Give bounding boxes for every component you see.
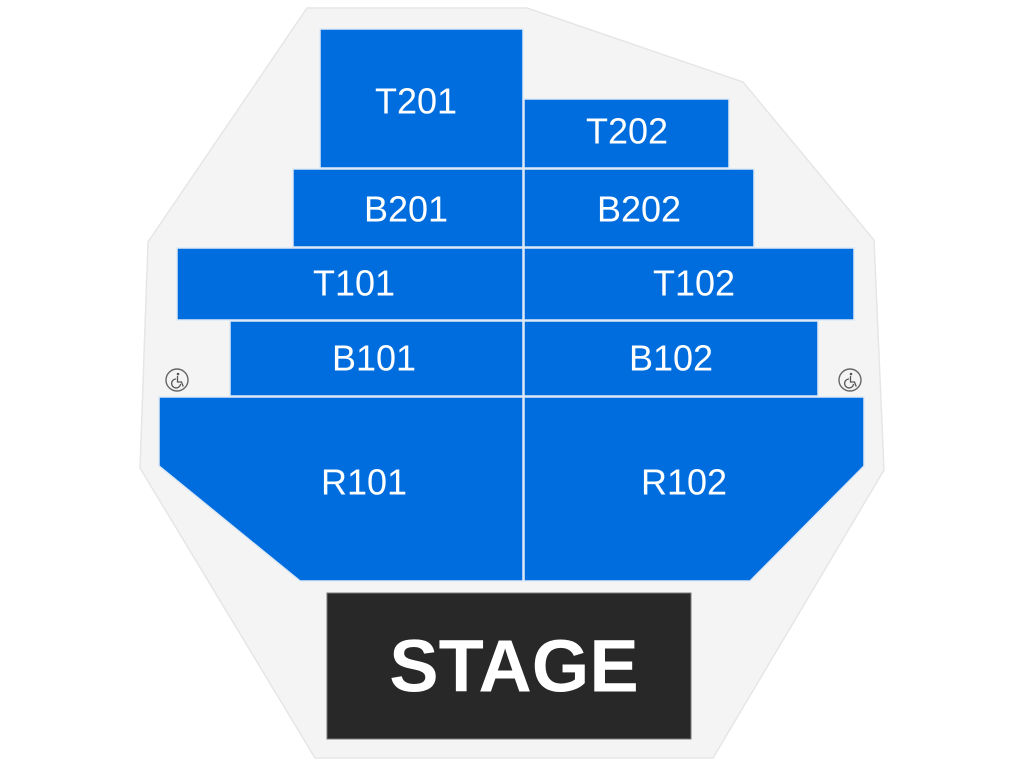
- stage: STAGE: [326, 592, 692, 740]
- section-b202[interactable]: B202: [523, 168, 755, 248]
- section-t102[interactable]: T102: [523, 247, 855, 321]
- section-t202[interactable]: T202: [523, 98, 730, 169]
- section-b101[interactable]: B101: [229, 320, 524, 397]
- section-b102[interactable]: B102: [523, 320, 819, 397]
- wheelchair-icon: [838, 368, 862, 392]
- section-b201[interactable]: B201: [292, 168, 524, 248]
- section-t201[interactable]: T201: [319, 28, 524, 169]
- section-t101[interactable]: T101: [176, 247, 524, 321]
- stage-label: STAGE: [389, 625, 638, 708]
- wheelchair-icon: [165, 368, 189, 392]
